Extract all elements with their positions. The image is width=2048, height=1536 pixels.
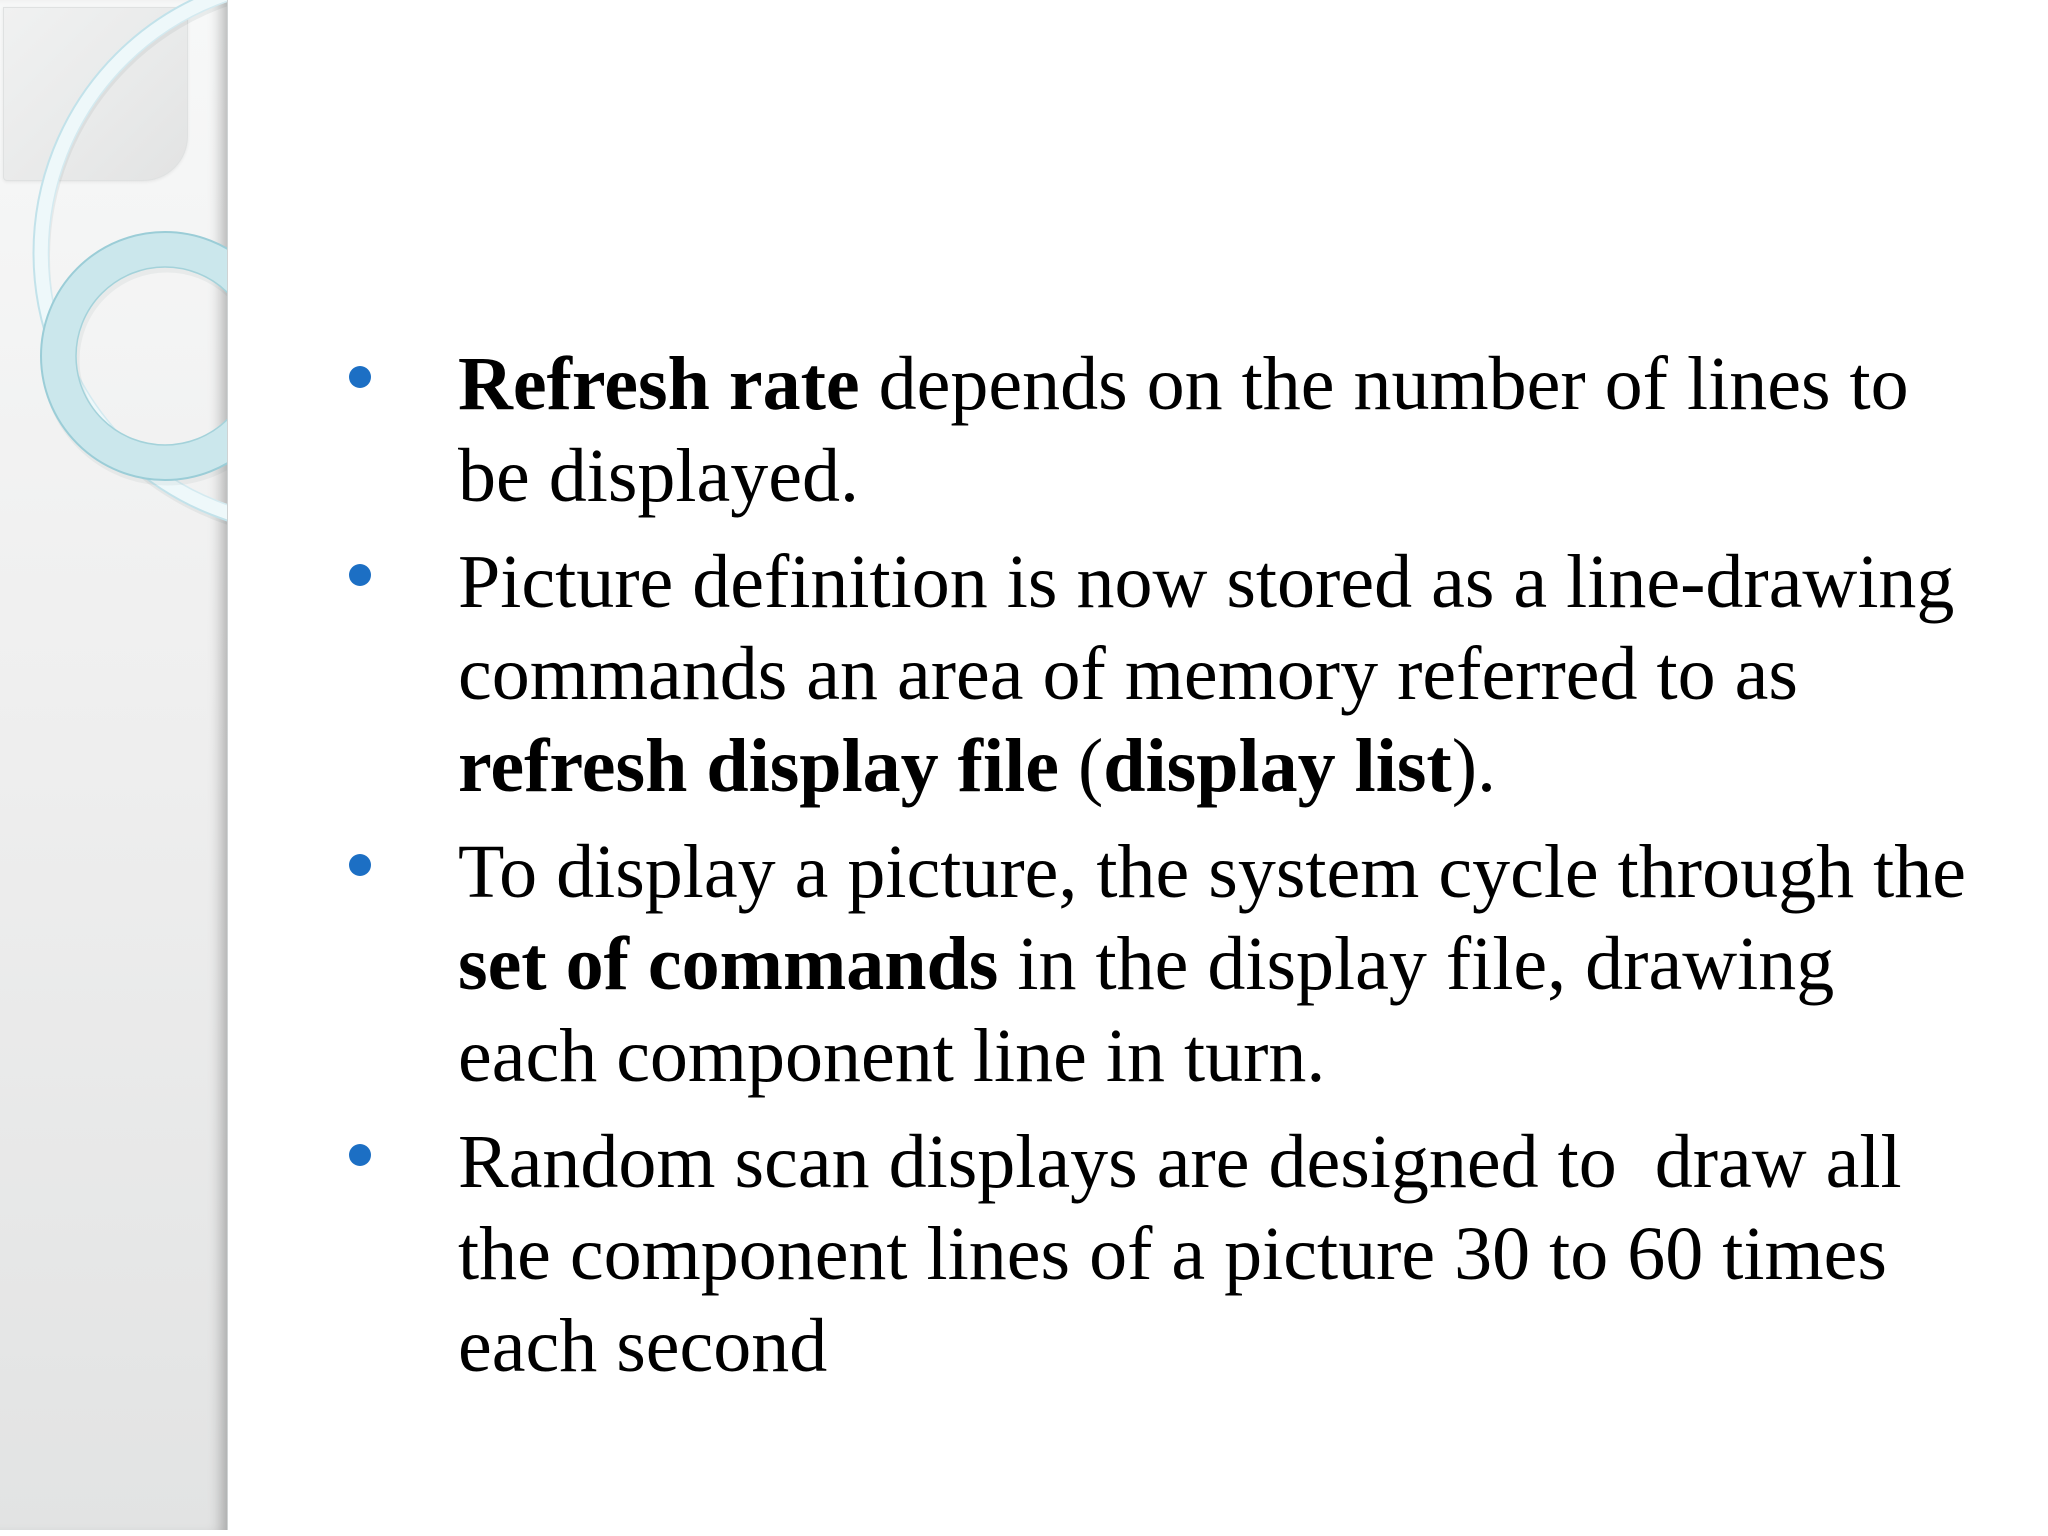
bullet-text: Picture definition is now stored as a li… xyxy=(458,536,1968,812)
bullet-item: To display a picture, the system cycle t… xyxy=(345,826,1966,1102)
bullet-text: To display a picture, the system cycle t… xyxy=(458,826,1968,1102)
bullet-item: Random scan displays are designed to dra… xyxy=(345,1116,1925,1392)
bullet-segment: display list xyxy=(1103,724,1452,808)
bullet-segment: To display a picture, the system cycle t… xyxy=(458,830,1966,914)
bullet-segment: Picture definition is now stored as a li… xyxy=(458,540,1955,716)
bullet-item: Refresh rate depends on the number of li… xyxy=(345,338,1925,522)
bullet-segment: in the display file, drawing each compon… xyxy=(458,922,1835,1098)
teal-ring-decoration xyxy=(40,231,227,486)
bullet-segment: depends on the number of lines to be dis… xyxy=(458,342,1909,518)
bullet-segment: ). xyxy=(1451,724,1497,808)
bullet-segment: ( xyxy=(1058,724,1104,808)
thin-ring-decoration xyxy=(32,0,227,525)
bullet-dot xyxy=(349,1144,371,1166)
bullet-segment: Random scan displays are designed to dra… xyxy=(458,1120,1902,1388)
circles-decoration xyxy=(32,0,227,525)
slide-content: Refresh rate depends on the number of li… xyxy=(345,338,1966,1406)
bullet-segment: set of commands xyxy=(458,922,999,1006)
bullet-text: Random scan displays are designed to dra… xyxy=(458,1116,1968,1392)
bullet-dot xyxy=(349,854,371,876)
bullet-segment: Refresh rate xyxy=(458,342,860,426)
bullet-dot xyxy=(349,366,371,388)
sidebar-decoration xyxy=(0,0,228,1530)
bullet-text: Refresh rate depends on the number of li… xyxy=(458,338,1968,522)
bullet-dot xyxy=(349,564,371,586)
bullet-segment: refresh display file xyxy=(458,724,1059,808)
bullet-item: Picture definition is now stored as a li… xyxy=(345,536,1954,812)
bullet-list: Refresh rate depends on the number of li… xyxy=(345,338,1966,1392)
